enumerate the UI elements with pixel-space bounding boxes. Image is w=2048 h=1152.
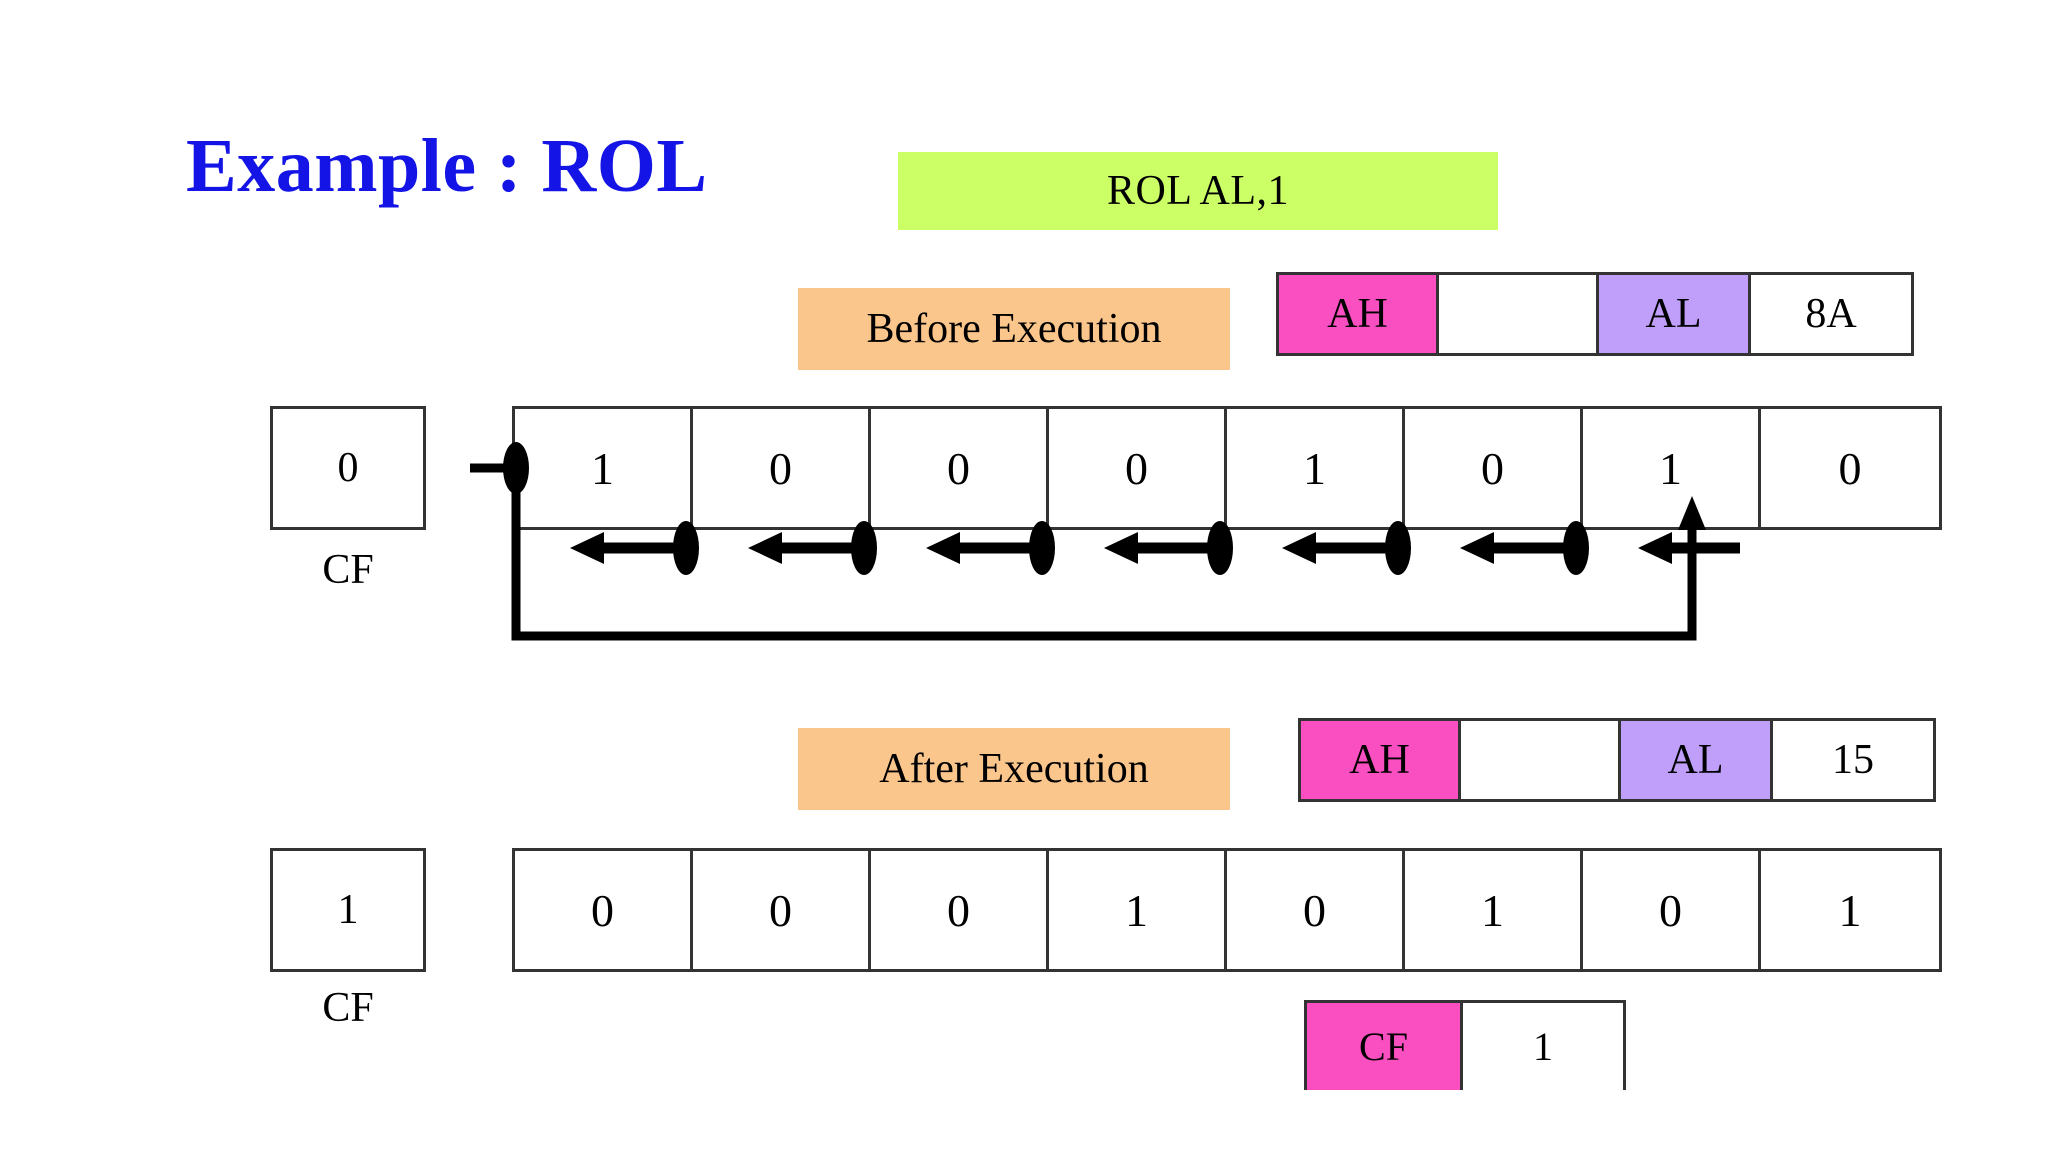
register-cell-ah-name: AH: [1279, 275, 1439, 353]
shift-arrow: [1104, 521, 1233, 575]
shift-arrow: [748, 521, 877, 575]
shift-arrow: [1282, 521, 1411, 575]
bit-cell: 0: [1583, 851, 1761, 969]
page-title: Example : ROL: [186, 124, 708, 208]
instruction-chip: ROL AL,1: [898, 152, 1498, 230]
bit-cell: 1: [1405, 851, 1583, 969]
after-register-strip: AH AL 15: [1298, 718, 1936, 802]
shift-arrow: [570, 521, 699, 575]
bit-row-after: 0 0 0 1 0 1 0 1: [512, 848, 1942, 972]
register-cell-ah-value: [1461, 721, 1621, 799]
before-execution-label: Before Execution: [798, 288, 1230, 370]
bit-cell: 1: [1583, 409, 1761, 527]
register-cell-ah-value: [1439, 275, 1599, 353]
bit-cell: 1: [1049, 851, 1227, 969]
bit-cell: 1: [1227, 409, 1405, 527]
carry-flag-result-value: 1: [1463, 1003, 1623, 1090]
carry-flag-result-box: CF 1: [1304, 1000, 1626, 1090]
register-cell-al-value: 15: [1773, 721, 1933, 799]
bit-cell: 1: [515, 409, 693, 527]
shift-arrow: [926, 521, 1055, 575]
bit-cell: 1: [1838, 884, 1862, 936]
bit-cell: 0: [871, 851, 1049, 969]
bit-cell: 0: [1405, 409, 1583, 527]
bit-cell: 0: [515, 851, 693, 969]
bit-cell: 0: [1049, 409, 1227, 527]
shift-arrow: [1638, 532, 1740, 564]
shift-arrow: [1460, 521, 1589, 575]
register-cell-ah-name: AH: [1301, 721, 1461, 799]
bit-row-before: 1 0 0 0 1 0 1 0: [512, 406, 1942, 530]
before-register-strip: AH AL 8A: [1276, 272, 1914, 356]
register-cell-al-value: 8A: [1751, 275, 1911, 353]
carry-flag-result-label: CF: [1307, 1003, 1463, 1090]
bit-cell: 0: [1227, 851, 1405, 969]
bit-cell: 0: [871, 409, 1049, 527]
register-cell-al-name: AL: [1599, 275, 1751, 353]
register-cell-al-name: AL: [1621, 721, 1773, 799]
carry-tap-arrow: [470, 442, 529, 494]
bit-cell: 0: [1838, 442, 1862, 494]
after-execution-label: After Execution: [798, 728, 1230, 810]
shift-arrow-group: [570, 521, 1740, 575]
bit-cell: 0: [693, 851, 871, 969]
carry-flag-caption-before: CF: [322, 547, 374, 593]
wrap-around-loop: [511, 480, 1706, 641]
carry-flag-caption-after: CF: [322, 985, 374, 1031]
carry-flag-box-after: 1: [270, 848, 426, 972]
carry-flag-box-before: 0: [270, 406, 426, 530]
rotate-left-diagram: [470, 442, 1740, 641]
bit-cell: 0: [693, 409, 871, 527]
